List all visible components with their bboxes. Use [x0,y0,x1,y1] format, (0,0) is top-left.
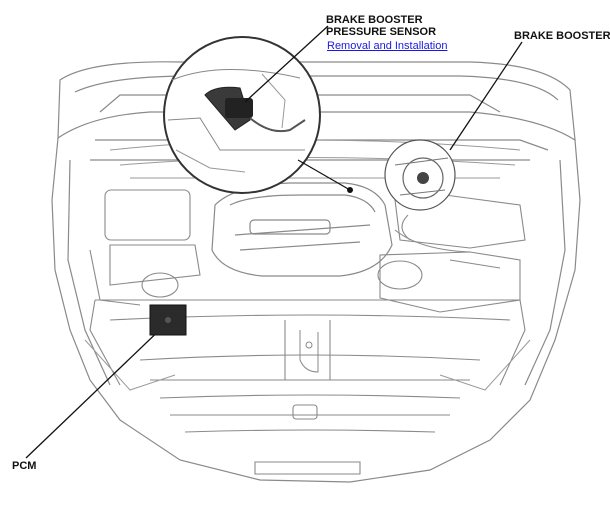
right-bay-components [378,195,525,312]
pressure-sensor-label-line1: BRAKE BOOSTER [326,14,436,26]
pressure-sensor-label-line2: PRESSURE SENSOR [326,26,436,38]
pressure-sensor-point [347,187,353,193]
pcm-unit [150,305,186,335]
brake-booster-detail [385,140,455,210]
left-bay-components [90,190,200,305]
pressure-sensor-detail [164,37,320,193]
brake-booster-label: BRAKE BOOSTER [514,30,610,42]
hood-latch [300,330,318,372]
removal-installation-link[interactable]: Removal and Installation [327,40,447,52]
pcm-label: PCM [12,460,36,472]
brake-booster-leader [450,42,522,150]
pressure-sensor-leader-bay [298,160,350,190]
pressure-sensor-label: BRAKE BOOSTER PRESSURE SENSOR [326,14,436,38]
engine-cover [212,183,392,276]
